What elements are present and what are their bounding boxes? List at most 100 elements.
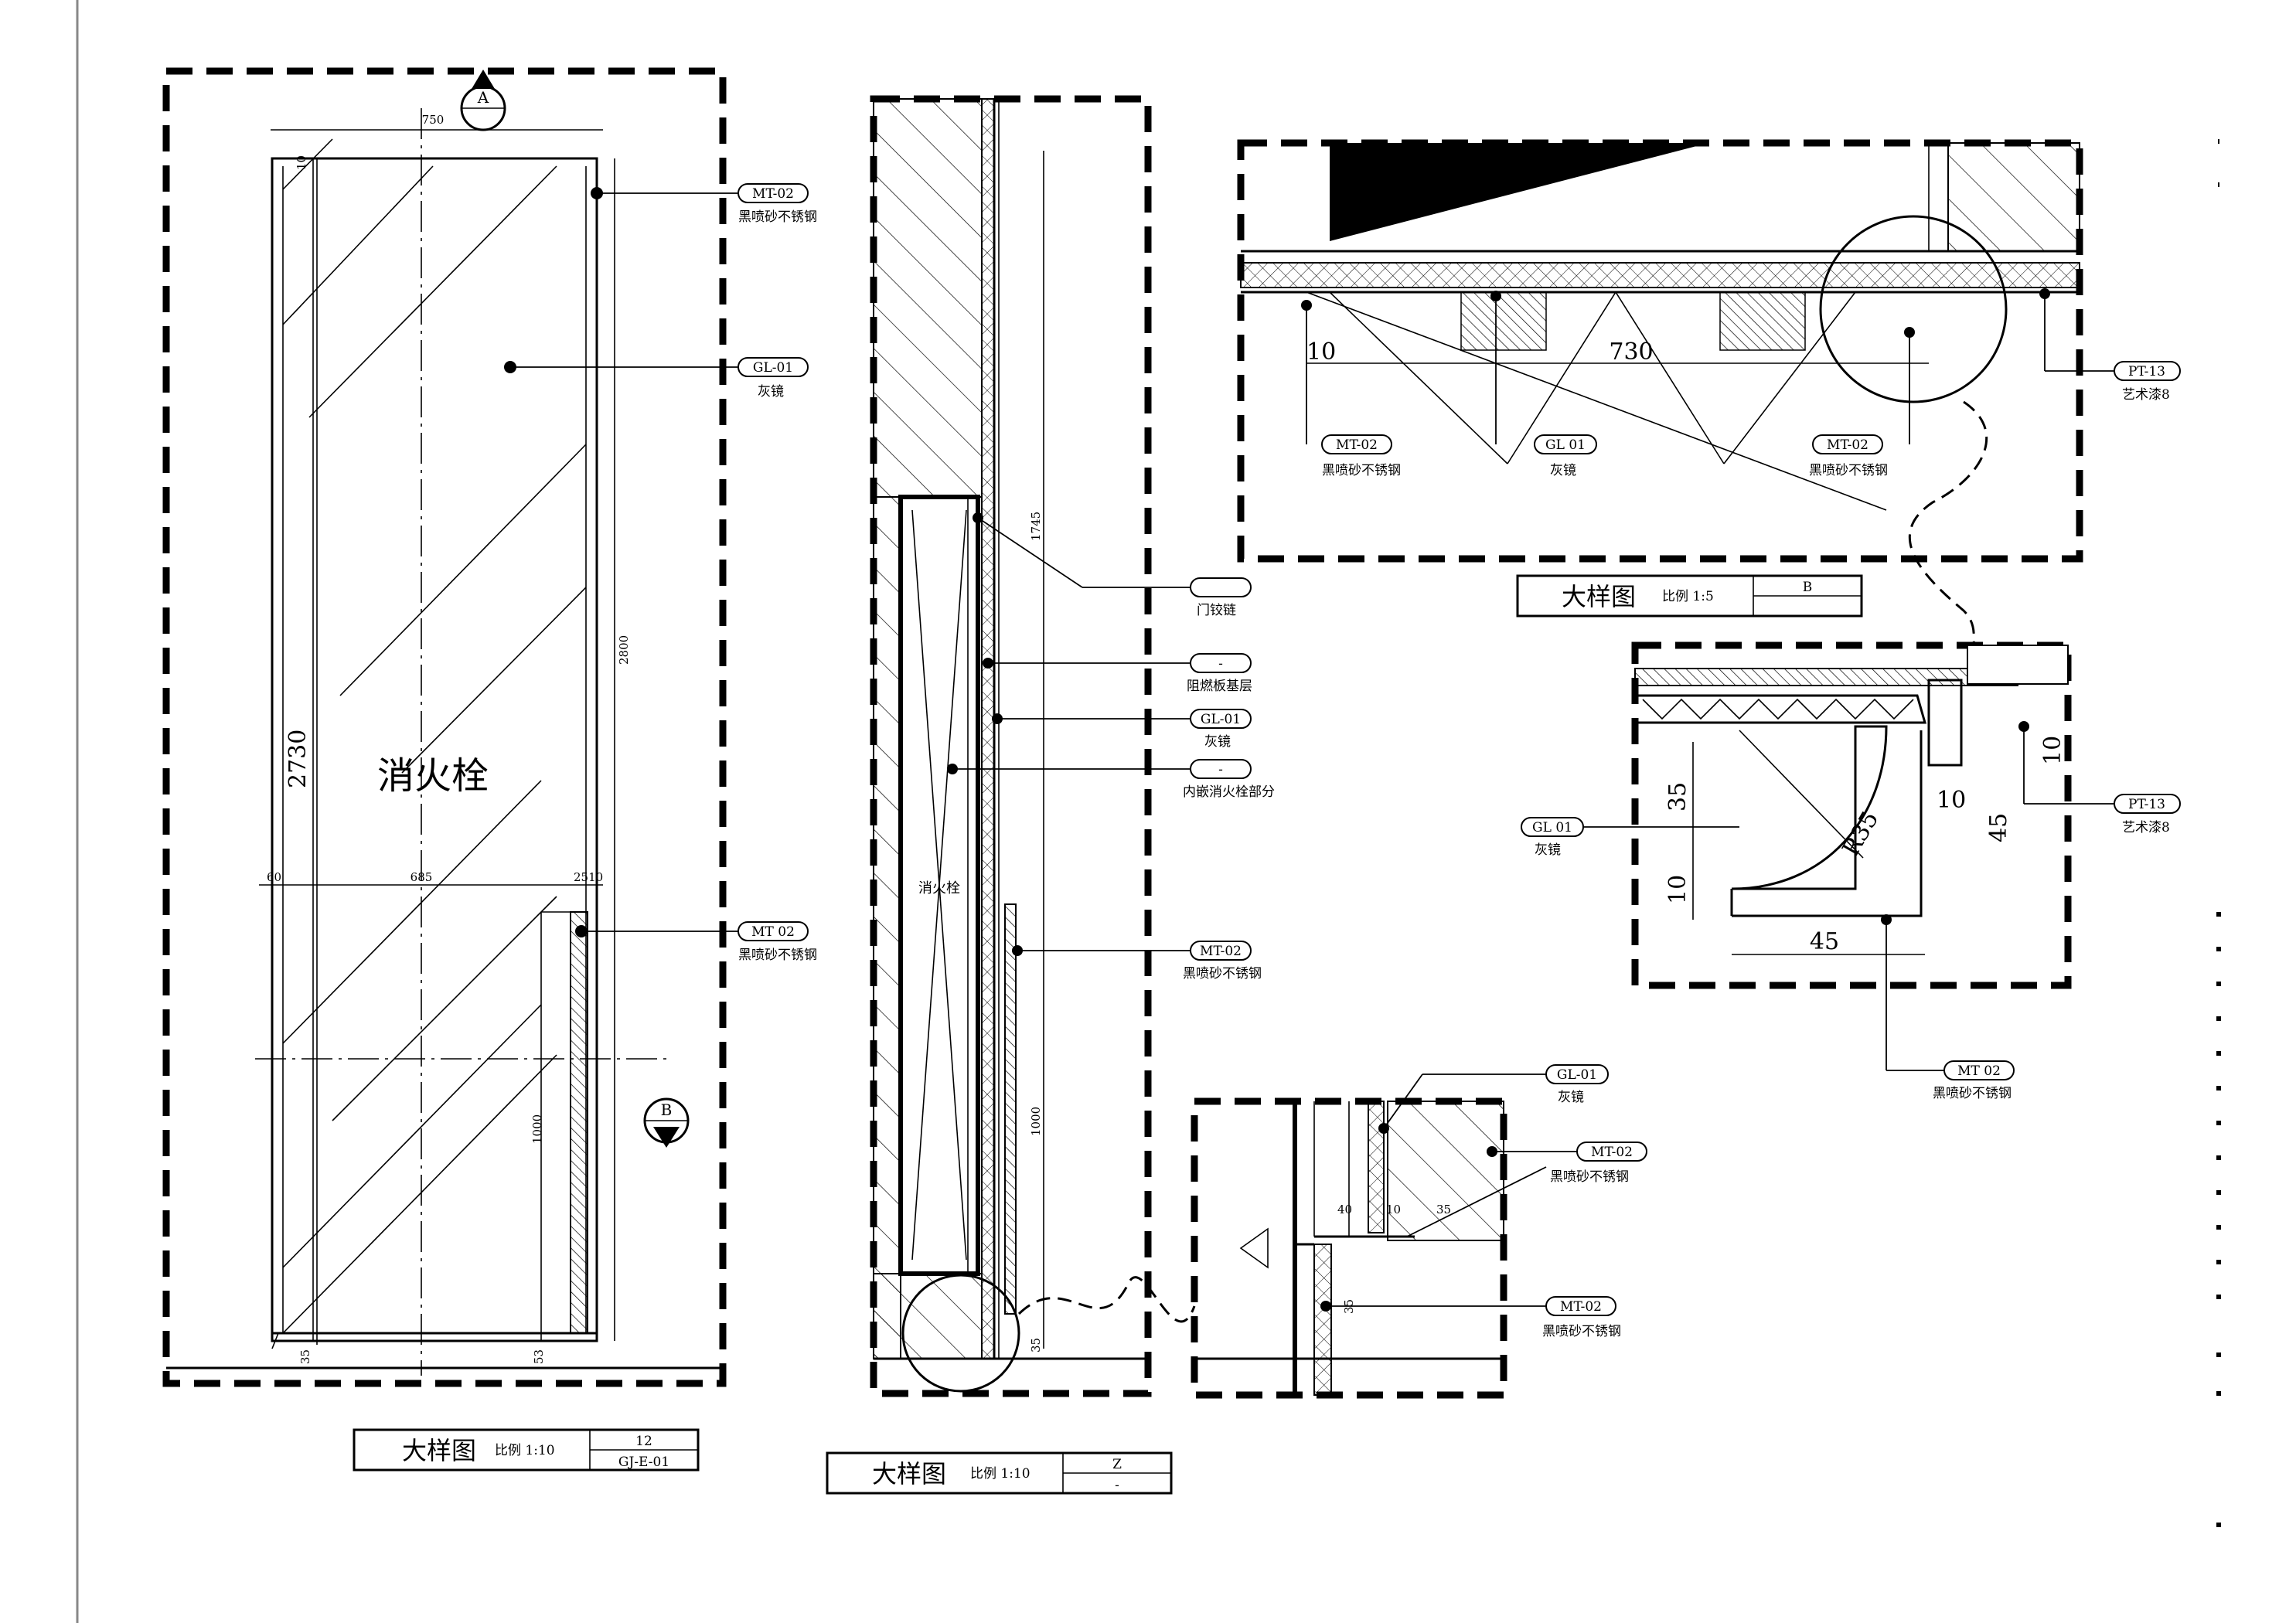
svg-text:10: 10	[1937, 787, 1966, 814]
svg-text:艺术漆8: 艺术漆8	[2122, 820, 2170, 835]
section-tag-hinge: 门铰链	[973, 512, 1252, 618]
detail-b-dim-main: 730	[1609, 339, 1653, 366]
detail-circle-lower	[901, 1274, 1020, 1393]
dim-top-gap: 10	[295, 155, 308, 170]
corner-tag-3: MT 02 黑喷砂不锈钢	[1881, 914, 2015, 1101]
svg-text:大样图: 大样图	[402, 1436, 476, 1465]
dim-bottom-gap: 35	[298, 1349, 312, 1364]
svg-text:艺术漆8: 艺术漆8	[2122, 387, 2170, 403]
svg-text:黑喷砂不锈钢: 黑喷砂不锈钢	[1542, 1324, 1621, 1339]
dim-bottom-right: 53	[532, 1349, 546, 1364]
svg-text:GL 01: GL 01	[1545, 437, 1586, 453]
section-tag-mirror: GL-01 灰镜	[992, 709, 1252, 750]
svg-text:大样图: 大样图	[1562, 582, 1636, 611]
base-detail-view: 40 10 35 35 GL-01 灰镜 MT-02 黑喷砂不锈钢 MT-02 …	[1191, 1064, 1647, 1399]
svg-text:MT-02: MT-02	[752, 186, 794, 202]
svg-text:PT-13: PT-13	[2128, 364, 2165, 379]
svg-text:灰镜: 灰镜	[1535, 842, 1561, 858]
svg-text:黑喷砂不锈钢: 黑喷砂不锈钢	[1183, 966, 1262, 982]
detail-b-dim-left: 10	[1306, 339, 1336, 366]
dim-base-height: 1000	[530, 1114, 544, 1144]
detail-b-tag-1: MT-02 黑喷砂不锈钢	[1301, 300, 1401, 478]
svg-text:12: 12	[635, 1434, 652, 1449]
corner-tag-1: GL 01 灰镜	[1521, 817, 1739, 858]
dim-lower: 1000	[1029, 1107, 1043, 1136]
svg-text:阻燃板基层: 阻燃板基层	[1187, 679, 1252, 694]
elevation-tag-2: GL-01 灰镜	[504, 357, 809, 400]
dim-bottom: 35	[1029, 1338, 1043, 1352]
dim-height-overall: 2800	[617, 635, 631, 665]
svg-text:B: B	[1803, 580, 1813, 595]
svg-text:GJ-E-01: GJ-E-01	[618, 1455, 669, 1470]
svg-text:40: 40	[1337, 1203, 1352, 1216]
svg-text:GL 01: GL 01	[1532, 820, 1572, 835]
elevation-frame	[162, 67, 727, 1387]
svg-text:-: -	[1115, 1478, 1119, 1493]
section-tag-steel: MT-02 黑喷砂不锈钢	[1012, 941, 1262, 982]
section-marker-a-label: A	[477, 88, 489, 107]
dim-right-gap: 2510	[574, 870, 603, 884]
corner-tag-2: PT-13 艺术漆8	[2018, 721, 2181, 835]
svg-text:门铰链: 门铰链	[1197, 603, 1236, 618]
svg-text:比例 1:10: 比例 1:10	[970, 1466, 1030, 1482]
svg-text:-: -	[1218, 656, 1223, 672]
svg-text:R35: R35	[1838, 807, 1885, 861]
base-tag-1: GL-01 灰镜	[1378, 1064, 1609, 1134]
elevation-tag-3: MT 02 黑喷砂不锈钢	[575, 921, 817, 963]
hydrant-label: 消火栓	[377, 754, 489, 798]
svg-text:MT-02: MT-02	[1336, 437, 1378, 453]
svg-text:Z: Z	[1112, 1457, 1122, 1472]
svg-text:比例 1:10: 比例 1:10	[495, 1443, 555, 1458]
svg-text:GL-01: GL-01	[1557, 1067, 1597, 1083]
svg-text:35: 35	[1436, 1203, 1451, 1216]
mirror-hatch	[282, 138, 587, 1334]
section-tag-board: - 阻燃板基层	[983, 653, 1252, 694]
svg-text:GL-01: GL-01	[753, 360, 793, 376]
dim-left-gap: 60	[267, 870, 281, 884]
svg-text:MT 02: MT 02	[751, 924, 795, 940]
detail-b-view: 10 730 MT-02 黑喷砂不锈钢 GL 01 灰镜 MT-02 黑喷砂不锈…	[1237, 139, 2181, 650]
detail-b-tag-4: PT-13 艺术漆8	[2039, 288, 2181, 403]
svg-text:-: -	[1218, 762, 1223, 777]
svg-text:黑喷砂不锈钢: 黑喷砂不锈钢	[738, 209, 817, 225]
svg-text:GL-01: GL-01	[1201, 712, 1241, 727]
detail-b-title-block: 大样图 比例 1:5 B	[1516, 574, 1863, 618]
base-detail-frame	[1191, 1097, 1507, 1399]
base-tag-2: MT-02 黑喷砂不锈钢	[1406, 1142, 1647, 1237]
door-outline	[271, 157, 598, 1342]
dim-upper: 1745	[1029, 512, 1043, 541]
section-view: 1745 1000 35 消火栓 门铰链 - 阻燃板基层 GL-01 灰镜	[826, 95, 1275, 1495]
svg-text:灰镜: 灰镜	[1550, 463, 1576, 478]
svg-text:10: 10	[1386, 1203, 1401, 1216]
section-title-block: 大样图 比例 1:10 Z -	[826, 1451, 1173, 1495]
svg-text:黑喷砂不锈钢: 黑喷砂不锈钢	[1550, 1169, 1629, 1185]
svg-text:MT 02: MT 02	[1957, 1063, 2001, 1079]
detail-b-tag-3: MT-02 黑喷砂不锈钢	[1809, 327, 1915, 478]
elevation-tag-1: MT-02 黑喷砂不锈钢	[591, 183, 817, 225]
svg-text:灰镜: 灰镜	[1204, 734, 1231, 750]
section-frame	[870, 95, 1152, 1397]
svg-text:45: 45	[1985, 813, 2012, 842]
svg-text:黑喷砂不锈钢: 黑喷砂不锈钢	[1322, 463, 1401, 478]
svg-text:黑喷砂不锈钢: 黑喷砂不锈钢	[738, 948, 817, 963]
svg-text:45: 45	[1810, 928, 1839, 955]
dim-inner-width: 685	[410, 870, 433, 884]
svg-text:比例 1:5: 比例 1:5	[1662, 589, 1714, 604]
section-marker-b-label: B	[661, 1101, 673, 1119]
svg-text:黑喷砂不锈钢: 黑喷砂不锈钢	[1809, 463, 1888, 478]
svg-text:MT-02: MT-02	[1591, 1145, 1633, 1160]
sheet-right-ticks	[2216, 139, 2221, 1527]
svg-text:35: 35	[1664, 782, 1691, 812]
svg-text:黑喷砂不锈钢: 黑喷砂不锈钢	[1933, 1086, 2012, 1101]
section-tag-hydrant: - 内嵌消火栓部分	[947, 759, 1275, 800]
svg-text:灰镜: 灰镜	[758, 384, 784, 400]
base-tag-3: MT-02 黑喷砂不锈钢	[1320, 1296, 1621, 1339]
corner-detail-view: 35 10 45 R35 10 45 10 GL 01 灰镜 PT-13 艺术漆…	[1521, 641, 2181, 1101]
section-hydrant-label: 消火栓	[918, 880, 960, 897]
svg-text:大样图: 大样图	[872, 1459, 946, 1489]
dim-height-inner: 2730	[284, 730, 312, 788]
svg-text:MT-02: MT-02	[1200, 944, 1242, 959]
dim-width-top: 750	[422, 113, 445, 127]
svg-text:灰镜: 灰镜	[1558, 1090, 1584, 1105]
